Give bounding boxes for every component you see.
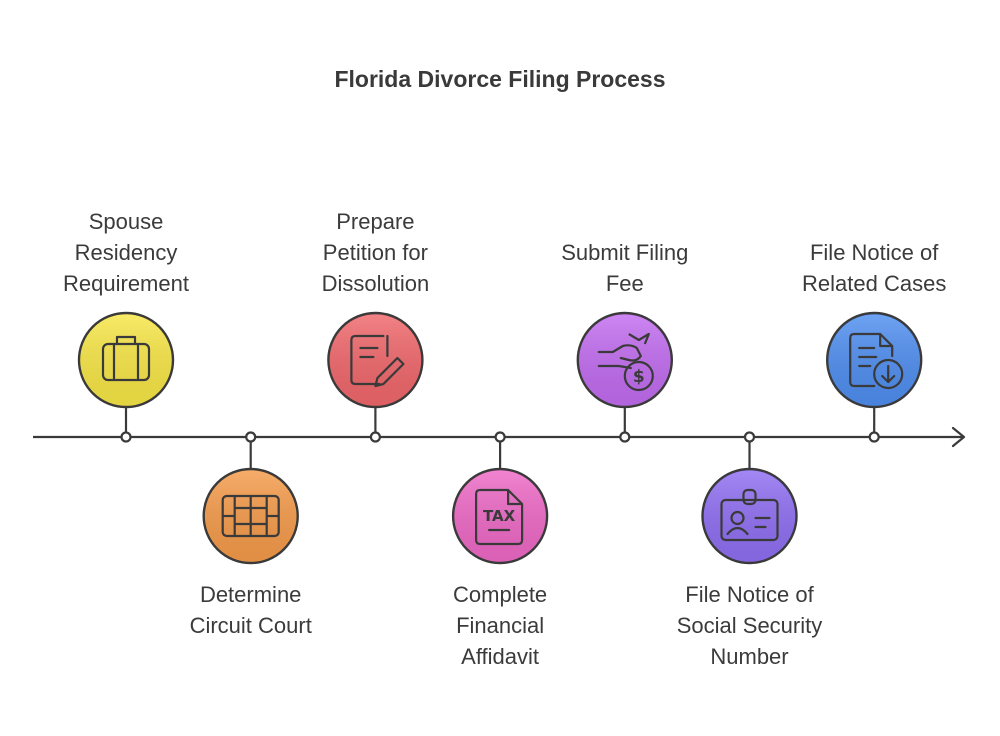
money-bag-hand-icon: $	[597, 332, 654, 392]
diagram-title: Florida Divorce Filing Process	[334, 66, 666, 92]
step-label-line: Residency	[74, 240, 178, 265]
timeline-step	[826, 311, 923, 443]
axis-node	[743, 431, 756, 443]
id-badge-icon	[720, 488, 779, 542]
step-label-line: Affidavit	[461, 644, 540, 669]
court-layout-icon	[221, 494, 280, 538]
step-label-line: Prepare	[336, 209, 415, 234]
timeline-arrowhead	[951, 426, 966, 448]
timeline-step	[327, 311, 424, 443]
timeline-step	[701, 431, 798, 565]
step-label-line: Social Security	[676, 613, 823, 638]
step-label-line: Submit Filing	[561, 240, 689, 265]
axis-node	[245, 431, 257, 443]
tax-label: TAX	[483, 507, 516, 525]
axis-node	[868, 431, 880, 443]
step-label-line: File Notice of	[809, 240, 939, 265]
suitcase-icon	[101, 335, 151, 382]
svg-text:$: $	[633, 367, 645, 387]
step-label-line: Petition for	[322, 240, 428, 265]
axis-node	[494, 431, 506, 443]
step-label-line: Dissolution	[321, 271, 430, 296]
tax-document-icon: TAX	[475, 488, 524, 546]
axis-node	[619, 431, 631, 443]
timeline-step: TAX	[451, 431, 549, 565]
step-label-line: Determine	[199, 582, 302, 607]
step-label-line: Spouse	[88, 209, 164, 234]
step-label-line: Fee	[605, 271, 644, 296]
step-label-line: File Notice of	[685, 582, 814, 607]
step-label-line: Complete	[453, 582, 548, 607]
axis-node	[369, 431, 381, 443]
step-label-line: Requirement	[63, 271, 189, 296]
step-circle-shade	[704, 470, 795, 562]
document-pen-icon	[350, 334, 405, 388]
step-label-line: Related Cases	[802, 271, 947, 296]
step-circle-shade	[329, 314, 421, 406]
timeline-step	[77, 311, 175, 443]
step-label-line: Financial	[456, 613, 545, 638]
step-label: File Notice of Related Cases	[774, 237, 974, 299]
step-circle-shade	[80, 314, 172, 406]
timeline-step	[202, 431, 299, 565]
axis-node	[120, 431, 132, 443]
step-label-line: Circuit Court	[189, 613, 312, 638]
document-download-icon	[849, 332, 904, 390]
timeline-step: $	[576, 311, 673, 443]
step-label-line: Number	[710, 644, 789, 669]
step-circle-shade	[828, 314, 920, 406]
